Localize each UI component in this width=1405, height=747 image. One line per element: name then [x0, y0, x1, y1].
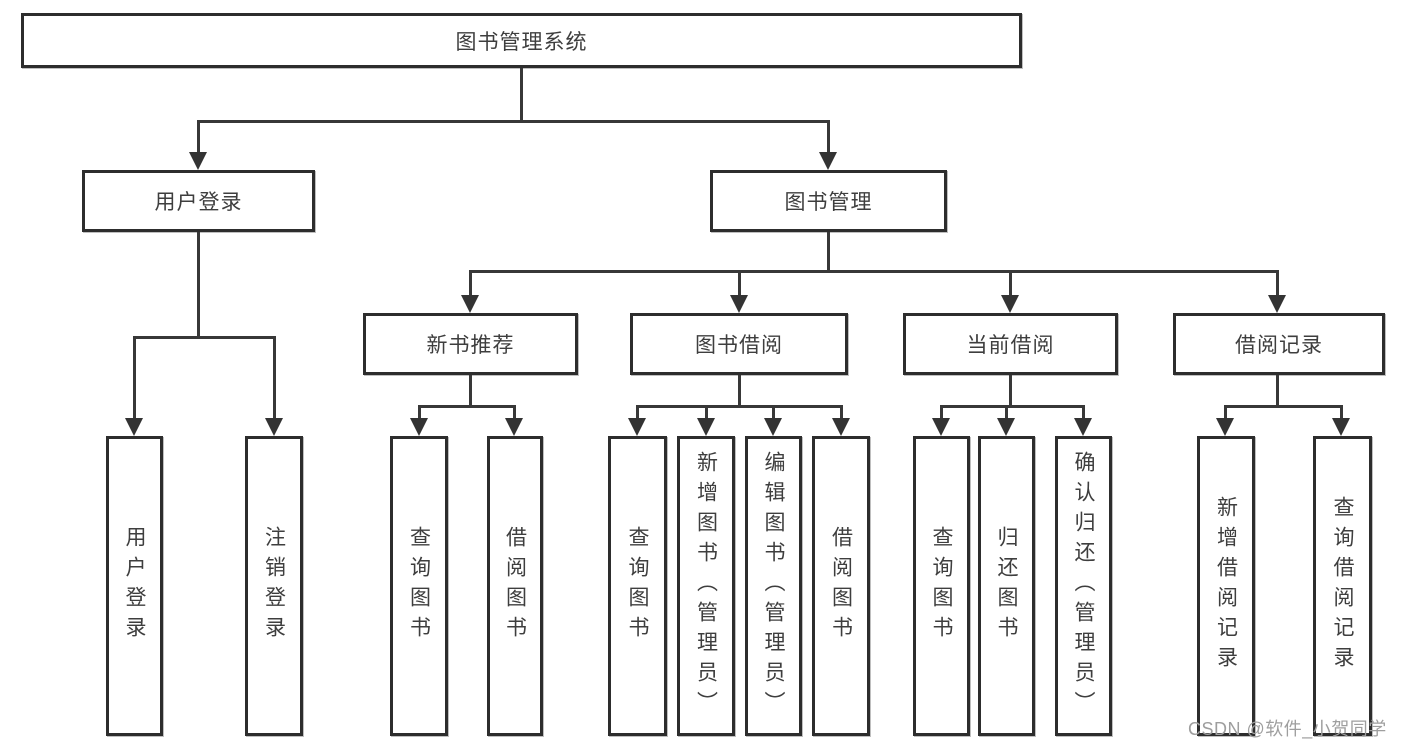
- connector-line: [197, 232, 200, 339]
- node-book-borrowing: 图书借阅: [630, 313, 848, 375]
- arrowhead: [1074, 418, 1092, 436]
- connector-line: [513, 405, 516, 418]
- leaf-confirm-return-admin: 确认归还（管理员）: [1055, 436, 1112, 736]
- leaf-label: 编辑图书（管理员）: [762, 451, 785, 721]
- node-label: 借阅记录: [1235, 334, 1323, 357]
- connector-line: [1340, 405, 1343, 418]
- connector-line: [705, 405, 708, 418]
- leaf-edit-books-admin: 编辑图书（管理员）: [745, 436, 802, 736]
- connector-line: [469, 270, 472, 295]
- arrowhead: [628, 418, 646, 436]
- node-library-management-system: 图书管理系统: [21, 13, 1022, 68]
- arrowhead: [505, 418, 523, 436]
- arrowhead: [1216, 418, 1234, 436]
- node-label: 图书管理: [784, 191, 873, 214]
- arrowhead: [189, 152, 207, 170]
- connector-line: [133, 336, 276, 339]
- arrowhead: [764, 418, 782, 436]
- connector-line: [133, 336, 136, 418]
- leaf-return-books: 归还图书: [978, 436, 1035, 736]
- connector-line: [1005, 405, 1008, 418]
- node-new-book-recommendation: 新书推荐: [363, 313, 578, 375]
- leaf-label: 查询借阅记录: [1331, 496, 1354, 676]
- arrowhead: [1268, 295, 1286, 313]
- node-label: 图书管理系统: [455, 30, 588, 54]
- leaf-label: 归还图书: [995, 526, 1018, 646]
- connector-line: [827, 120, 830, 153]
- node-borrowing-records: 借阅记录: [1173, 313, 1385, 375]
- connector-line: [469, 270, 1279, 273]
- node-user-login: 用户登录: [82, 170, 315, 232]
- connector-line: [520, 68, 523, 123]
- arrowhead: [265, 418, 283, 436]
- leaf-borrow-books-borrowing: 借阅图书: [812, 436, 870, 736]
- arrowhead: [819, 152, 837, 170]
- node-current-borrowing: 当前借阅: [903, 313, 1118, 375]
- connector-line: [1224, 405, 1343, 408]
- node-label: 用户登录: [154, 191, 243, 214]
- leaf-label: 新增图书（管理员）: [694, 451, 718, 721]
- connector-line: [940, 405, 1083, 408]
- arrowhead: [697, 418, 715, 436]
- leaf-query-books-borrowing: 查询图书: [608, 436, 667, 736]
- connector-line: [273, 336, 276, 418]
- connector-line: [1009, 375, 1012, 408]
- connector-line: [418, 405, 421, 418]
- leaf-label: 新增借阅记录: [1214, 496, 1238, 676]
- arrowhead: [410, 418, 428, 436]
- connector-line: [840, 405, 843, 418]
- leaf-label: 查询图书: [930, 526, 953, 646]
- leaf-label: 注销登录: [262, 526, 286, 646]
- leaf-borrow-books-recommend: 借阅图书: [487, 436, 543, 736]
- leaf-label: 借阅图书: [503, 526, 527, 646]
- leaf-query-books-recommend: 查询图书: [390, 436, 448, 736]
- leaf-label: 查询图书: [626, 526, 649, 646]
- leaf-add-borrow-record: 新增借阅记录: [1197, 436, 1255, 736]
- connector-line: [940, 405, 943, 418]
- csdn-watermark: CSDN @软件_小贺同学: [1188, 719, 1387, 739]
- connector-line: [636, 405, 639, 418]
- connector-line: [1276, 270, 1279, 295]
- node-label: 图书借阅: [695, 334, 783, 357]
- arrowhead: [1332, 418, 1350, 436]
- leaf-label: 确认归还（管理员）: [1072, 451, 1095, 721]
- leaf-label: 查询图书: [407, 526, 431, 646]
- arrowhead: [461, 295, 479, 313]
- leaf-add-books-admin: 新增图书（管理员）: [677, 436, 735, 736]
- leaf-label: 用户登录: [123, 526, 146, 646]
- leaf-user-login: 用户登录: [106, 436, 163, 736]
- connector-line: [469, 375, 472, 408]
- arrowhead: [997, 418, 1015, 436]
- arrowhead: [932, 418, 950, 436]
- connector-line: [197, 120, 200, 153]
- arrowhead: [832, 418, 850, 436]
- connector-line: [1224, 405, 1227, 418]
- arrowhead: [1001, 295, 1019, 313]
- leaf-query-books-current: 查询图书: [913, 436, 970, 736]
- leaf-query-borrow-record: 查询借阅记录: [1313, 436, 1372, 736]
- node-book-management: 图书管理: [710, 170, 947, 232]
- leaf-label: 借阅图书: [829, 526, 853, 646]
- node-label: 当前借阅: [966, 334, 1055, 357]
- node-label: 新书推荐: [426, 334, 515, 357]
- connector-line: [197, 120, 830, 123]
- connector-line: [1009, 270, 1012, 295]
- connector-line: [636, 405, 841, 408]
- arrowhead: [730, 295, 748, 313]
- connector-line: [738, 375, 741, 408]
- leaf-logout: 注销登录: [245, 436, 303, 736]
- connector-line: [1082, 405, 1085, 418]
- connector-line: [827, 232, 830, 273]
- arrowhead: [125, 418, 143, 436]
- connector-line: [418, 405, 516, 408]
- connector-line: [1276, 375, 1279, 408]
- connector-line: [738, 270, 741, 295]
- connector-line: [772, 405, 775, 418]
